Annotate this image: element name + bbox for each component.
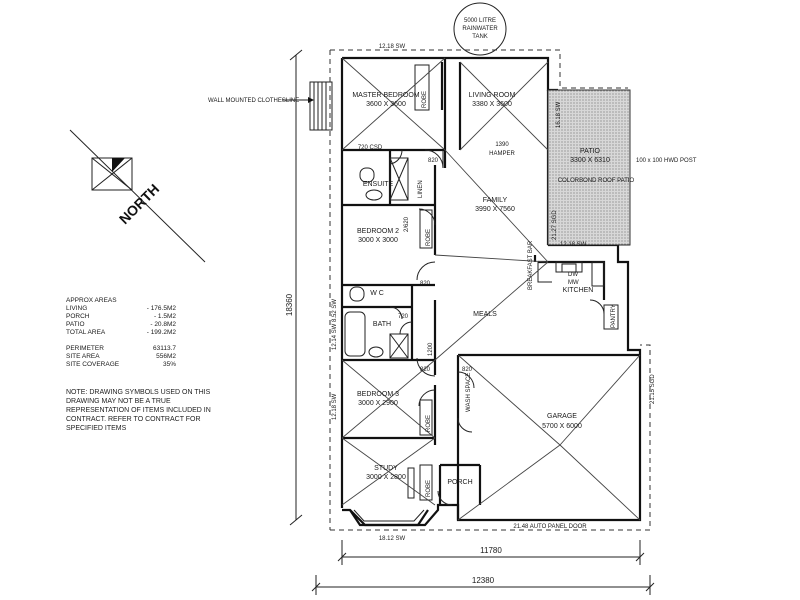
- porch-name: PORCH: [447, 479, 472, 486]
- tank-label-1: 5000 LITRE: [464, 18, 496, 24]
- patio-name: PATIO: [580, 148, 601, 155]
- bedroom3-size: 3000 X 2900: [358, 400, 398, 407]
- rainwater-tank: 5000 LITRE RAINWATER TANK: [453, 2, 507, 56]
- drawing-note: NOTE: DRAWING SYMBOLS USED ON THIS DRAWI…: [66, 389, 211, 432]
- garage-size: 5700 X 6000: [542, 423, 582, 430]
- area-row: PATIO - 20.8M2: [66, 321, 176, 329]
- patio-bottom-label: 12.18 SW: [560, 242, 587, 248]
- dim-inner: 11780: [480, 546, 502, 555]
- master-bedroom-name: MASTER BEDROOM: [352, 92, 419, 99]
- area-title: APPROX AREAS: [66, 297, 117, 304]
- robe-bed2: ROBE: [426, 229, 432, 246]
- right-wall-top-label: 16.18 SW: [556, 101, 562, 128]
- bedroom3-name: BEDROOM 3: [357, 391, 399, 398]
- robe-master: ROBE: [422, 91, 428, 108]
- top-wall-label: 12.18 SW: [379, 44, 406, 50]
- area-row: SITE AREA 556M2: [66, 353, 176, 361]
- bottom-wall-label: 18.12 SW: [379, 536, 406, 542]
- bedroom2-size: 3000 X 3000: [358, 237, 398, 244]
- area-value: 35%: [162, 361, 176, 368]
- area-row: SITE COVERAGE 35%: [66, 361, 176, 369]
- meals-name: MEALS: [473, 311, 497, 318]
- area-label: SITE COVERAGE: [66, 361, 120, 368]
- robe-study: ROBE: [426, 480, 432, 497]
- ensuite-name: ENSUITE: [363, 181, 394, 188]
- right-wall-sgd-label: 21.27 SGD: [552, 210, 558, 240]
- area-value: - 176.5M2: [146, 305, 176, 312]
- colorbond-label: COLORBOND ROOF PATIO: [558, 178, 635, 184]
- north-arrow: NORTH: [69, 129, 206, 263]
- area-label: PERIMETER: [66, 345, 104, 352]
- robe-bed3: ROBE: [426, 415, 432, 432]
- area-table: APPROX AREAS LIVING - 176.5M2 PORCH - 1.…: [66, 297, 176, 369]
- kitchen-name: KITCHEN: [563, 287, 594, 294]
- garage-name: GARAGE: [547, 413, 577, 420]
- area-row: TOTAL AREA - 199.2M2: [66, 329, 176, 337]
- family-name: FAMILY: [483, 197, 508, 204]
- mw-label: MW: [568, 280, 579, 286]
- area-label: PATIO: [66, 321, 85, 328]
- area-value: 63113.7: [152, 345, 176, 352]
- doors: [389, 149, 605, 506]
- bay-window: [349, 509, 429, 527]
- bath-name: BATH: [373, 321, 391, 328]
- area-label: PORCH: [66, 313, 90, 320]
- hamper-label: HAMPER: [489, 151, 515, 157]
- tank-label-3: TANK: [472, 34, 488, 40]
- csd-label: 720 CSD: [358, 145, 383, 151]
- area-row: PERIMETER 63113.7: [66, 345, 176, 353]
- room-labels: MASTER BEDROOM 3600 X 3600 LIVING ROOM 3…: [352, 92, 634, 486]
- area-row: PORCH - 1.5M2: [66, 313, 176, 321]
- clothesline-label: WALL MOUNTED CLOTHESLINE: [208, 98, 299, 104]
- door-820-c: 820: [420, 367, 431, 373]
- area-label: TOTAL AREA: [66, 329, 106, 336]
- post-label: 100 x 100 HWD POST: [636, 158, 697, 164]
- wet-area-fixtures: [344, 157, 577, 359]
- area-value: - 1.5M2: [153, 313, 176, 320]
- family-size: 3990 X 7560: [475, 206, 515, 213]
- pantry-label: PANTRY: [611, 304, 617, 328]
- left-wall-text: 12.14 SW 8.52 SW: [332, 299, 338, 350]
- area-row: LIVING - 176.5M2: [66, 305, 176, 313]
- robes: [407, 64, 433, 501]
- auto-door-label: 21.48 AUTO PANEL DOOR: [513, 524, 587, 530]
- breakfast-bar-label: BREAKFAST BAR: [528, 240, 534, 290]
- area-value: - 199.2M2: [146, 329, 176, 336]
- dimension-lines: [289, 49, 655, 595]
- living-room-name: LIVING ROOM: [469, 92, 516, 99]
- study-size: 3000 X 2800: [366, 474, 406, 481]
- dim-outer: 12380: [472, 576, 495, 585]
- roof-lines: [341, 57, 641, 521]
- patio-size: 3300 X 6310: [570, 157, 610, 164]
- dw-label: DW: [568, 272, 578, 278]
- living-room-size: 3380 X 3600: [472, 101, 512, 108]
- area-label: SITE AREA: [66, 353, 100, 360]
- master-bedroom-size: 3600 X 3600: [366, 101, 406, 108]
- patio: [547, 89, 631, 246]
- door-2620: 2/620: [404, 216, 410, 232]
- area-label: LIVING: [66, 305, 88, 312]
- hamper-1200: 1200: [428, 342, 434, 356]
- dim-depth: 18360: [285, 293, 294, 316]
- tank-label-2: RAINWATER: [462, 26, 498, 32]
- door-820-b: 820: [420, 281, 431, 287]
- left-wall-mid-label: 12.18 SW: [332, 393, 338, 420]
- linen-label: LINEN: [418, 180, 424, 198]
- door-820-d: 820: [462, 367, 473, 373]
- wash-space-label: WASH SPACE: [466, 373, 472, 412]
- area-value: 556M2: [156, 353, 176, 360]
- door-820-a: 820: [428, 158, 439, 164]
- door-720: 720: [398, 314, 409, 320]
- area-value: - 20.8M2: [150, 321, 176, 328]
- clothesline: [282, 81, 333, 131]
- north-label: NORTH: [116, 181, 163, 228]
- garage-sgd-label: 21.15 SGD: [650, 374, 656, 404]
- bedroom2-name: BEDROOM 2: [357, 228, 399, 235]
- study-name: STUDY: [374, 465, 398, 472]
- annotation-labels: 12.18 SW 16.18 SW 12.18 SW 21.27 SGD 21.…: [208, 44, 697, 585]
- wc-name: W C: [370, 290, 384, 297]
- hamper-1390: 1390: [495, 142, 509, 148]
